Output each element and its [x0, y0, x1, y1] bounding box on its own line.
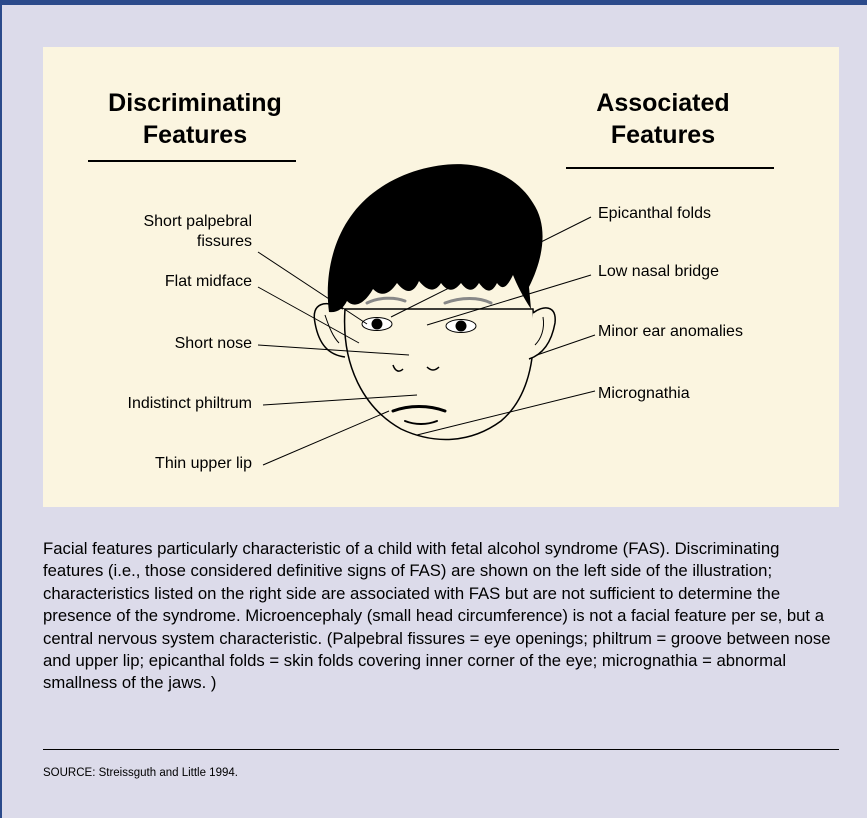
leader-thin-upper-lip — [263, 411, 389, 465]
label-minor-ear-anomalies: Minor ear anomalies — [598, 322, 743, 342]
illustration-panel: Discriminating Features Associated Featu… — [43, 47, 839, 507]
label-micrognathia: Micrognathia — [598, 384, 690, 404]
label-epicanthal-folds: Epicanthal folds — [598, 204, 711, 224]
figure-caption: Facial features particularly characteris… — [43, 538, 843, 695]
heading-line: Discriminating — [57, 87, 333, 119]
heading-line: Associated — [553, 87, 773, 119]
label-short-nose: Short nose — [175, 334, 252, 354]
left-accent-rule — [0, 5, 2, 818]
label-line: fissures — [143, 232, 252, 252]
hair — [328, 164, 543, 312]
right-eyebrow — [445, 299, 491, 304]
label-low-nasal-bridge: Low nasal bridge — [598, 262, 719, 282]
heading-associated-features: Associated Features — [553, 87, 773, 151]
top-accent-bar — [0, 0, 867, 5]
label-line: Short palpebral — [143, 212, 252, 232]
label-thin-upper-lip: Thin upper lip — [155, 454, 252, 474]
heading-discriminating-features: Discriminating Features — [57, 87, 333, 151]
heading-rule-right — [566, 167, 774, 169]
heading-line: Features — [57, 119, 333, 151]
label-flat-midface: Flat midface — [165, 272, 252, 292]
heading-line: Features — [553, 119, 773, 151]
source-note: SOURCE: Streissguth and Little 1994. — [43, 766, 238, 780]
caption-divider — [43, 749, 839, 750]
left-eyebrow — [367, 298, 405, 303]
label-short-palpebral-fissures: Short palpebral fissures — [143, 212, 252, 252]
label-indistinct-philtrum: Indistinct philtrum — [128, 394, 253, 414]
heading-rule-left — [88, 160, 296, 162]
